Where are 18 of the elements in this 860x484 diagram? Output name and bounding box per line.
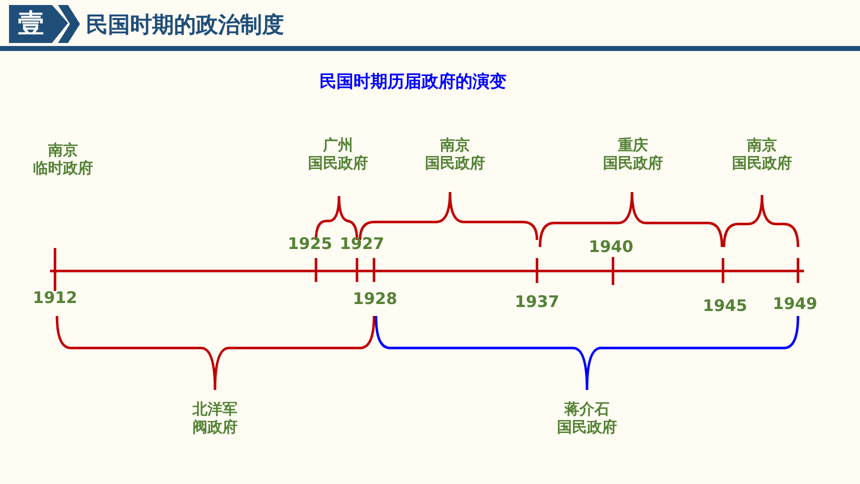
period-label: 南京临时政府 bbox=[33, 141, 93, 177]
period-label: 北洋军阀政府 bbox=[192, 400, 238, 436]
year-label: 1945 bbox=[702, 296, 748, 316]
year-label: 1925 bbox=[288, 234, 332, 254]
page-title: 民国时期的政治制度 bbox=[86, 12, 284, 40]
period-label: 蒋介石国民政府 bbox=[557, 400, 617, 436]
period-label: 南京国民政府 bbox=[732, 136, 792, 172]
year-label: 1927 bbox=[340, 234, 384, 254]
badge-number: 壹 bbox=[18, 9, 44, 40]
year-label: 1928 bbox=[352, 289, 398, 308]
period-label: 重庆国民政府 bbox=[603, 136, 663, 172]
period-label: 南京国民政府 bbox=[425, 136, 485, 172]
year-label: 1912 bbox=[32, 288, 78, 308]
year-label: 1937 bbox=[514, 292, 560, 312]
chart-heading: 民国时期历届政府的演变 bbox=[320, 72, 506, 92]
period-label: 广州国民政府 bbox=[308, 136, 368, 172]
year-label: 1940 bbox=[588, 237, 634, 256]
year-label: 1949 bbox=[772, 294, 818, 314]
